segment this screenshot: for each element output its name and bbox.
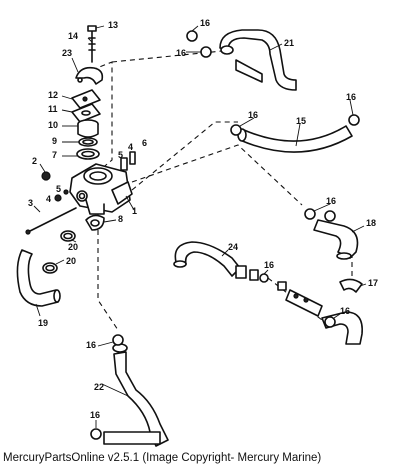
hose-19 — [16, 249, 61, 307]
gasket-11 — [71, 103, 101, 123]
callout-12: 12 — [48, 90, 58, 100]
dash-line-hose22 — [97, 212, 119, 331]
callout-22: 22 — [94, 382, 104, 392]
rod-3 — [25, 207, 77, 235]
callout-7: 7 — [52, 150, 57, 160]
callout-3: 3 — [28, 198, 33, 208]
callout-4-lower: 4 — [46, 194, 51, 204]
fittings-row-24 — [235, 265, 287, 291]
callout-16-h18: 16 — [326, 196, 336, 206]
cover-12 — [71, 89, 101, 109]
callout-23: 23 — [62, 48, 72, 58]
copyright-footer: MercuryPartsOnline v2.5.1 (Image Copyrig… — [3, 452, 322, 464]
callout-5-lower: 5 — [56, 184, 61, 194]
callout-4-upper: 4 — [128, 142, 133, 152]
callout-15: 15 — [296, 116, 306, 126]
clamp-16-h15 — [230, 114, 360, 136]
callout-17: 17 — [368, 278, 378, 288]
clamp-16-h18 — [304, 208, 336, 222]
callout-5-upper: 5 — [118, 150, 123, 160]
callout-20-upper: 20 — [68, 242, 78, 252]
clamp-16-lower-right — [324, 316, 336, 328]
callout-16-lower-right: 16 — [340, 306, 350, 316]
callout-16-h15-right: 16 — [346, 92, 356, 102]
dash-line-hose18 — [131, 144, 303, 206]
callout-16-top-b: 16 — [176, 48, 186, 58]
gasket-8 — [85, 214, 105, 231]
valve-17-assembly — [285, 278, 363, 317]
gasket-7 — [76, 148, 100, 160]
dash-line-hose15 — [131, 121, 238, 191]
callout-16-bottom: 16 — [90, 410, 100, 420]
callout-1: 1 — [132, 206, 137, 216]
hose-18 — [313, 219, 359, 260]
callout-18: 18 — [366, 218, 376, 228]
exploded-view-drawing: 13 14 23 12 11 10 9 7 5 4 6 1 2 5 4 3 8 … — [16, 18, 378, 447]
callout-8: 8 — [118, 214, 123, 224]
callout-9: 9 — [52, 136, 57, 146]
callout-20-lower: 20 — [66, 256, 76, 266]
nut-2 — [41, 171, 51, 181]
callout-10: 10 — [48, 120, 58, 130]
callout-11: 11 — [48, 104, 58, 114]
clamp-20-upper — [60, 230, 76, 242]
hose-21 — [219, 29, 297, 91]
clamp-16-top — [186, 30, 212, 58]
clamp-23 — [75, 66, 104, 85]
hose-24 — [173, 241, 241, 277]
callout-16-h22: 16 — [86, 340, 96, 350]
dash-line-bolt — [91, 61, 113, 171]
callout-13: 13 — [108, 20, 118, 30]
callout-16-top-a: 16 — [200, 18, 210, 28]
callout-24: 24 — [228, 242, 238, 252]
callout-labels: 13 14 23 12 11 10 9 7 5 4 6 1 2 5 4 3 8 … — [28, 18, 378, 420]
thermostat-housing-1 — [69, 163, 133, 215]
bolt-13 — [87, 25, 97, 63]
hose-22 — [103, 343, 169, 447]
callout-16-h24: 16 — [264, 260, 274, 270]
callout-16-h15-left: 16 — [248, 110, 258, 120]
callout-6: 6 — [142, 138, 147, 148]
callout-19: 19 — [38, 318, 48, 328]
seal-9 — [78, 137, 98, 147]
callout-14: 14 — [68, 31, 78, 41]
clamp-20-lower — [42, 262, 58, 274]
fitting-4-5-6 — [54, 151, 136, 202]
dash-line-top — [111, 49, 233, 63]
clamp-16-h22 — [90, 334, 124, 440]
leader-lines — [33, 25, 367, 428]
thermostat-10 — [77, 119, 99, 138]
callout-21: 21 — [284, 38, 294, 48]
callout-2: 2 — [32, 156, 37, 166]
hose-15 — [237, 125, 353, 153]
